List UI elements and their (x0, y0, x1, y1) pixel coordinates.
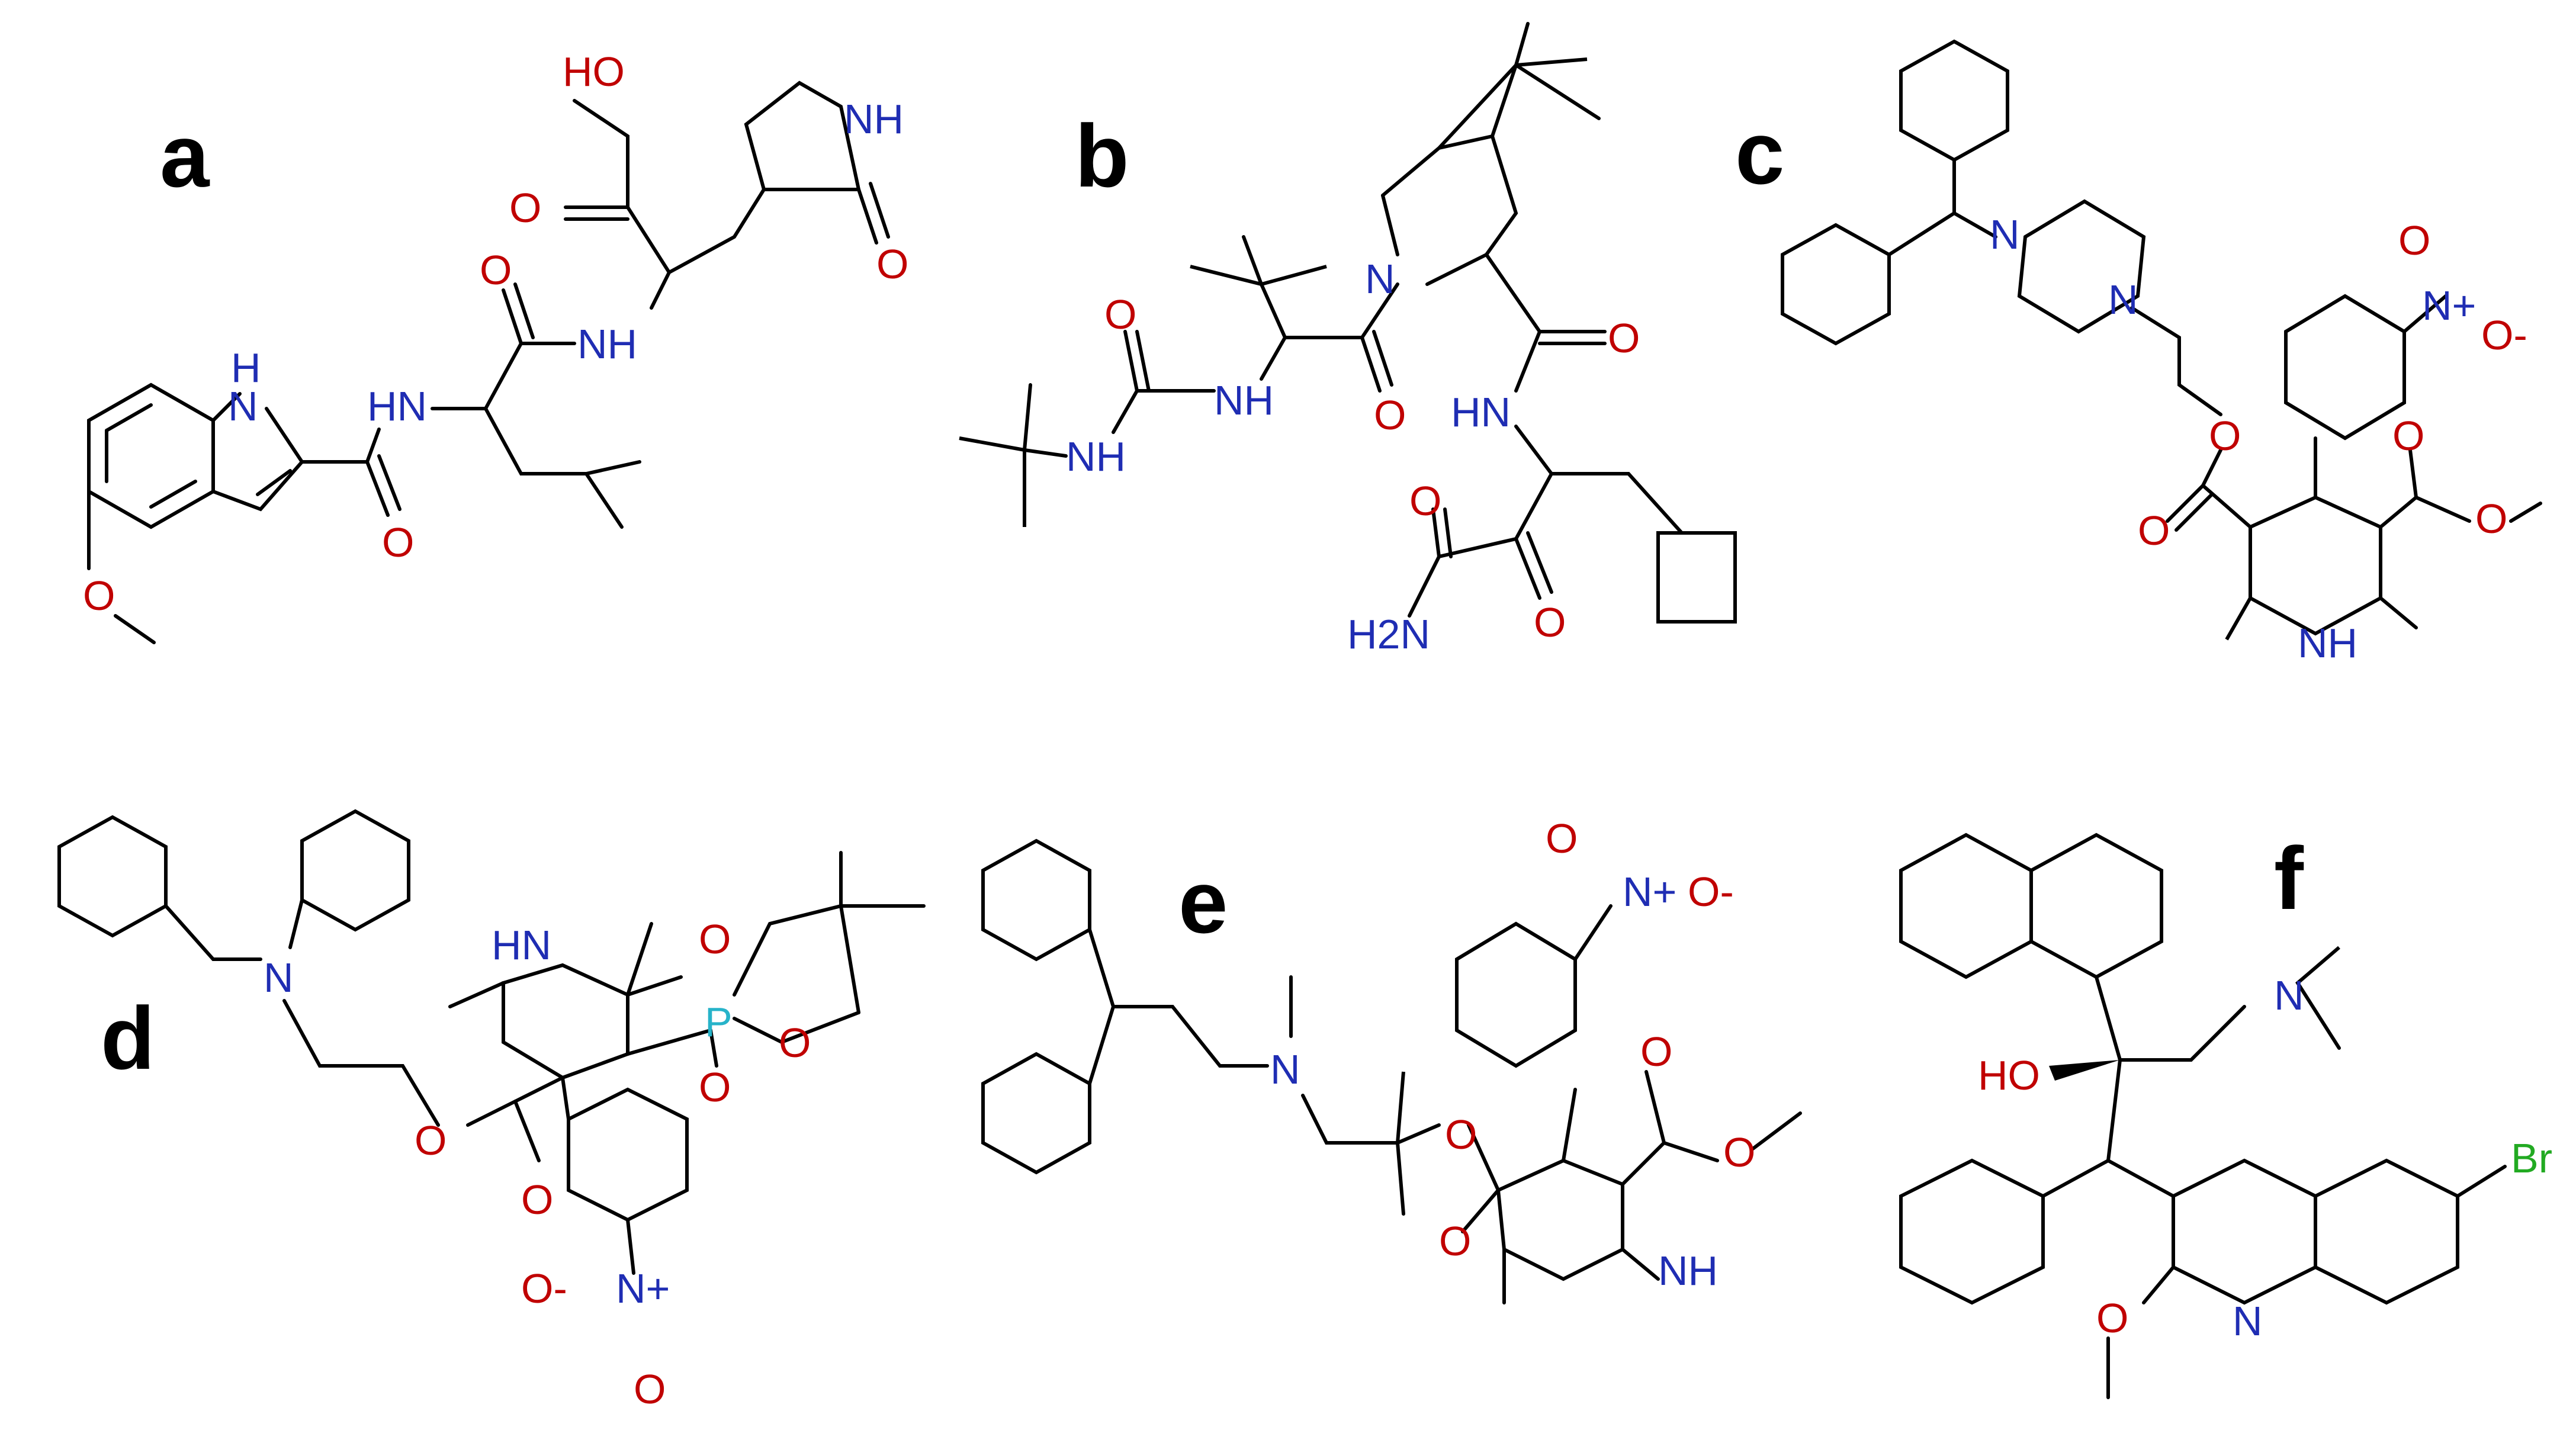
cyclobutane-ring (1656, 531, 1737, 624)
atom-e-O-nitro2: O (1546, 815, 1578, 862)
atom-e-N: N (1270, 1046, 1300, 1092)
quinoline-ring-1 (2172, 1158, 2317, 1305)
atom-f-O-methoxy: O (2096, 1295, 2128, 1341)
atom-c-NH: NH (2298, 620, 2357, 666)
atom-e-N-nitro: N+ (1623, 869, 1676, 915)
atom-a-H-indole: H (231, 345, 261, 391)
atom-a-HN-amide2: HN (367, 383, 427, 429)
phenyl-ring-e2 (981, 1052, 1091, 1175)
structure-c: c N N O N+ O- O O O O NH (1735, 39, 2542, 666)
atom-d-O-nitro2: O (634, 1366, 666, 1412)
atom-e-O-ester1: O (1445, 1111, 1477, 1158)
phenyl-ring-f (1899, 1158, 2045, 1305)
atom-a-HO: HO (563, 49, 625, 95)
structure-e: e N O O O O NH N+ O- O (981, 815, 1802, 1304)
atom-d-O-phosphoryl: O (699, 1064, 731, 1110)
atom-c-O-nitro1: O (2398, 217, 2430, 263)
atom-e-NH: NH (1658, 1248, 1718, 1294)
atom-b-O-oxo1: O (1409, 478, 1441, 524)
phenyl-ring-d1 (57, 815, 168, 938)
dihydropyridine-ring-e (1496, 1158, 1624, 1281)
panel-label-d: d (101, 988, 155, 1088)
atom-e-O-ester4: O (1723, 1129, 1755, 1175)
atom-a-O-ketone: O (509, 185, 541, 231)
atom-d-N: N (264, 955, 294, 1001)
nitrophenyl-ring-c (2284, 294, 2406, 441)
atom-b-O-amide1: O (1608, 315, 1640, 361)
atom-a-O-amide1: O (480, 247, 512, 293)
atom-b-HN-amide: HN (1451, 389, 1511, 435)
atom-d-O-ester2: O (521, 1177, 553, 1223)
atom-b-NH-tbutyl: NH (1066, 433, 1126, 480)
atom-d-N-nitro: N+ (616, 1265, 670, 1312)
quinoline-ring-2 (2314, 1158, 2459, 1305)
atom-c-N-nitro: N+ (2422, 282, 2476, 329)
phenyl-ring-c1 (1899, 39, 2009, 162)
atom-b-O-urea: O (1104, 291, 1136, 338)
structure-b: b N O NH O O HN NH O (959, 22, 1737, 657)
dihydropyridine-ring-c (2249, 495, 2382, 636)
dihydropyridine-ring-d (502, 963, 629, 1080)
atom-d-HN: HN (492, 922, 551, 968)
atom-e-O-nitro1: O- (1688, 869, 1734, 915)
atom-a-N-indole: N (228, 383, 258, 429)
structure-f: f N HO Br O N (1899, 828, 2552, 1399)
atom-c-O-ester1: O (2209, 413, 2241, 459)
atom-f-Br: Br (2511, 1135, 2552, 1181)
atom-c-N1: N (1990, 211, 2020, 258)
atom-a-NH-lactam: NH (844, 96, 904, 142)
atom-a-NH-amide1: NH (577, 321, 637, 367)
naphthalene-ring-1 (1899, 833, 2033, 979)
wedge-bond (2049, 1060, 2120, 1081)
atom-d-O-ester1: O (415, 1117, 447, 1164)
atom-e-O-ester2: O (1439, 1218, 1471, 1264)
atom-f-N-quinoline: N (2233, 1298, 2263, 1344)
panel-label-f: f (2274, 828, 2304, 928)
atom-f-N-dimethyl: N (2274, 972, 2304, 1018)
pyrrolidinone-ring (744, 81, 861, 191)
atom-c-N2: N (2108, 277, 2138, 323)
atom-d-O-nitro1: O- (521, 1265, 567, 1312)
atom-a-O-lactam: O (876, 241, 908, 287)
atom-f-HO: HO (1978, 1052, 2040, 1098)
atom-b-N-ring: N (1365, 256, 1395, 302)
panel-label-b: b (1075, 106, 1129, 205)
naphthalene-ring-2 (2029, 833, 2163, 979)
phenyl-ring-e1 (981, 838, 1091, 962)
atom-c-O-ester4: O (2475, 496, 2507, 542)
atom-b-O-amide2: O (1374, 392, 1406, 438)
atom-b-NH-urea: NH (1214, 377, 1274, 423)
phenyl-ring-c2 (1781, 223, 1891, 346)
atom-a-O-methoxy: O (83, 573, 115, 619)
piperazine-ring (2017, 199, 2146, 334)
atom-b-H2N: H2N (1347, 611, 1430, 657)
atom-d-P: P (705, 999, 733, 1045)
phenyl-ring-d2 (300, 809, 410, 932)
structure-d: d N HN O P O O O O O- N+ O (57, 809, 926, 1412)
atom-d-O-ring2: O (779, 1020, 811, 1066)
structure-a: a HO NH O O O NH H N (83, 49, 908, 644)
atom-a-O-amide2: O (382, 519, 414, 565)
atom-b-O-oxo2: O (1534, 599, 1566, 645)
atom-d-O-ring1: O (699, 916, 731, 962)
atom-c-O-nitro2: O- (2481, 312, 2527, 358)
atom-c-O-ester2: O (2138, 507, 2170, 554)
panel-label-a: a (160, 106, 210, 205)
nitrophenyl-ring-e (1455, 921, 1577, 1068)
atom-e-O-ester3: O (1640, 1029, 1672, 1075)
panel-label-c: c (1735, 103, 1784, 203)
panel-label-e: e (1178, 852, 1228, 952)
atom-c-O-ester3: O (2392, 413, 2424, 459)
nitrophenyl-ring-d (567, 1087, 689, 1222)
